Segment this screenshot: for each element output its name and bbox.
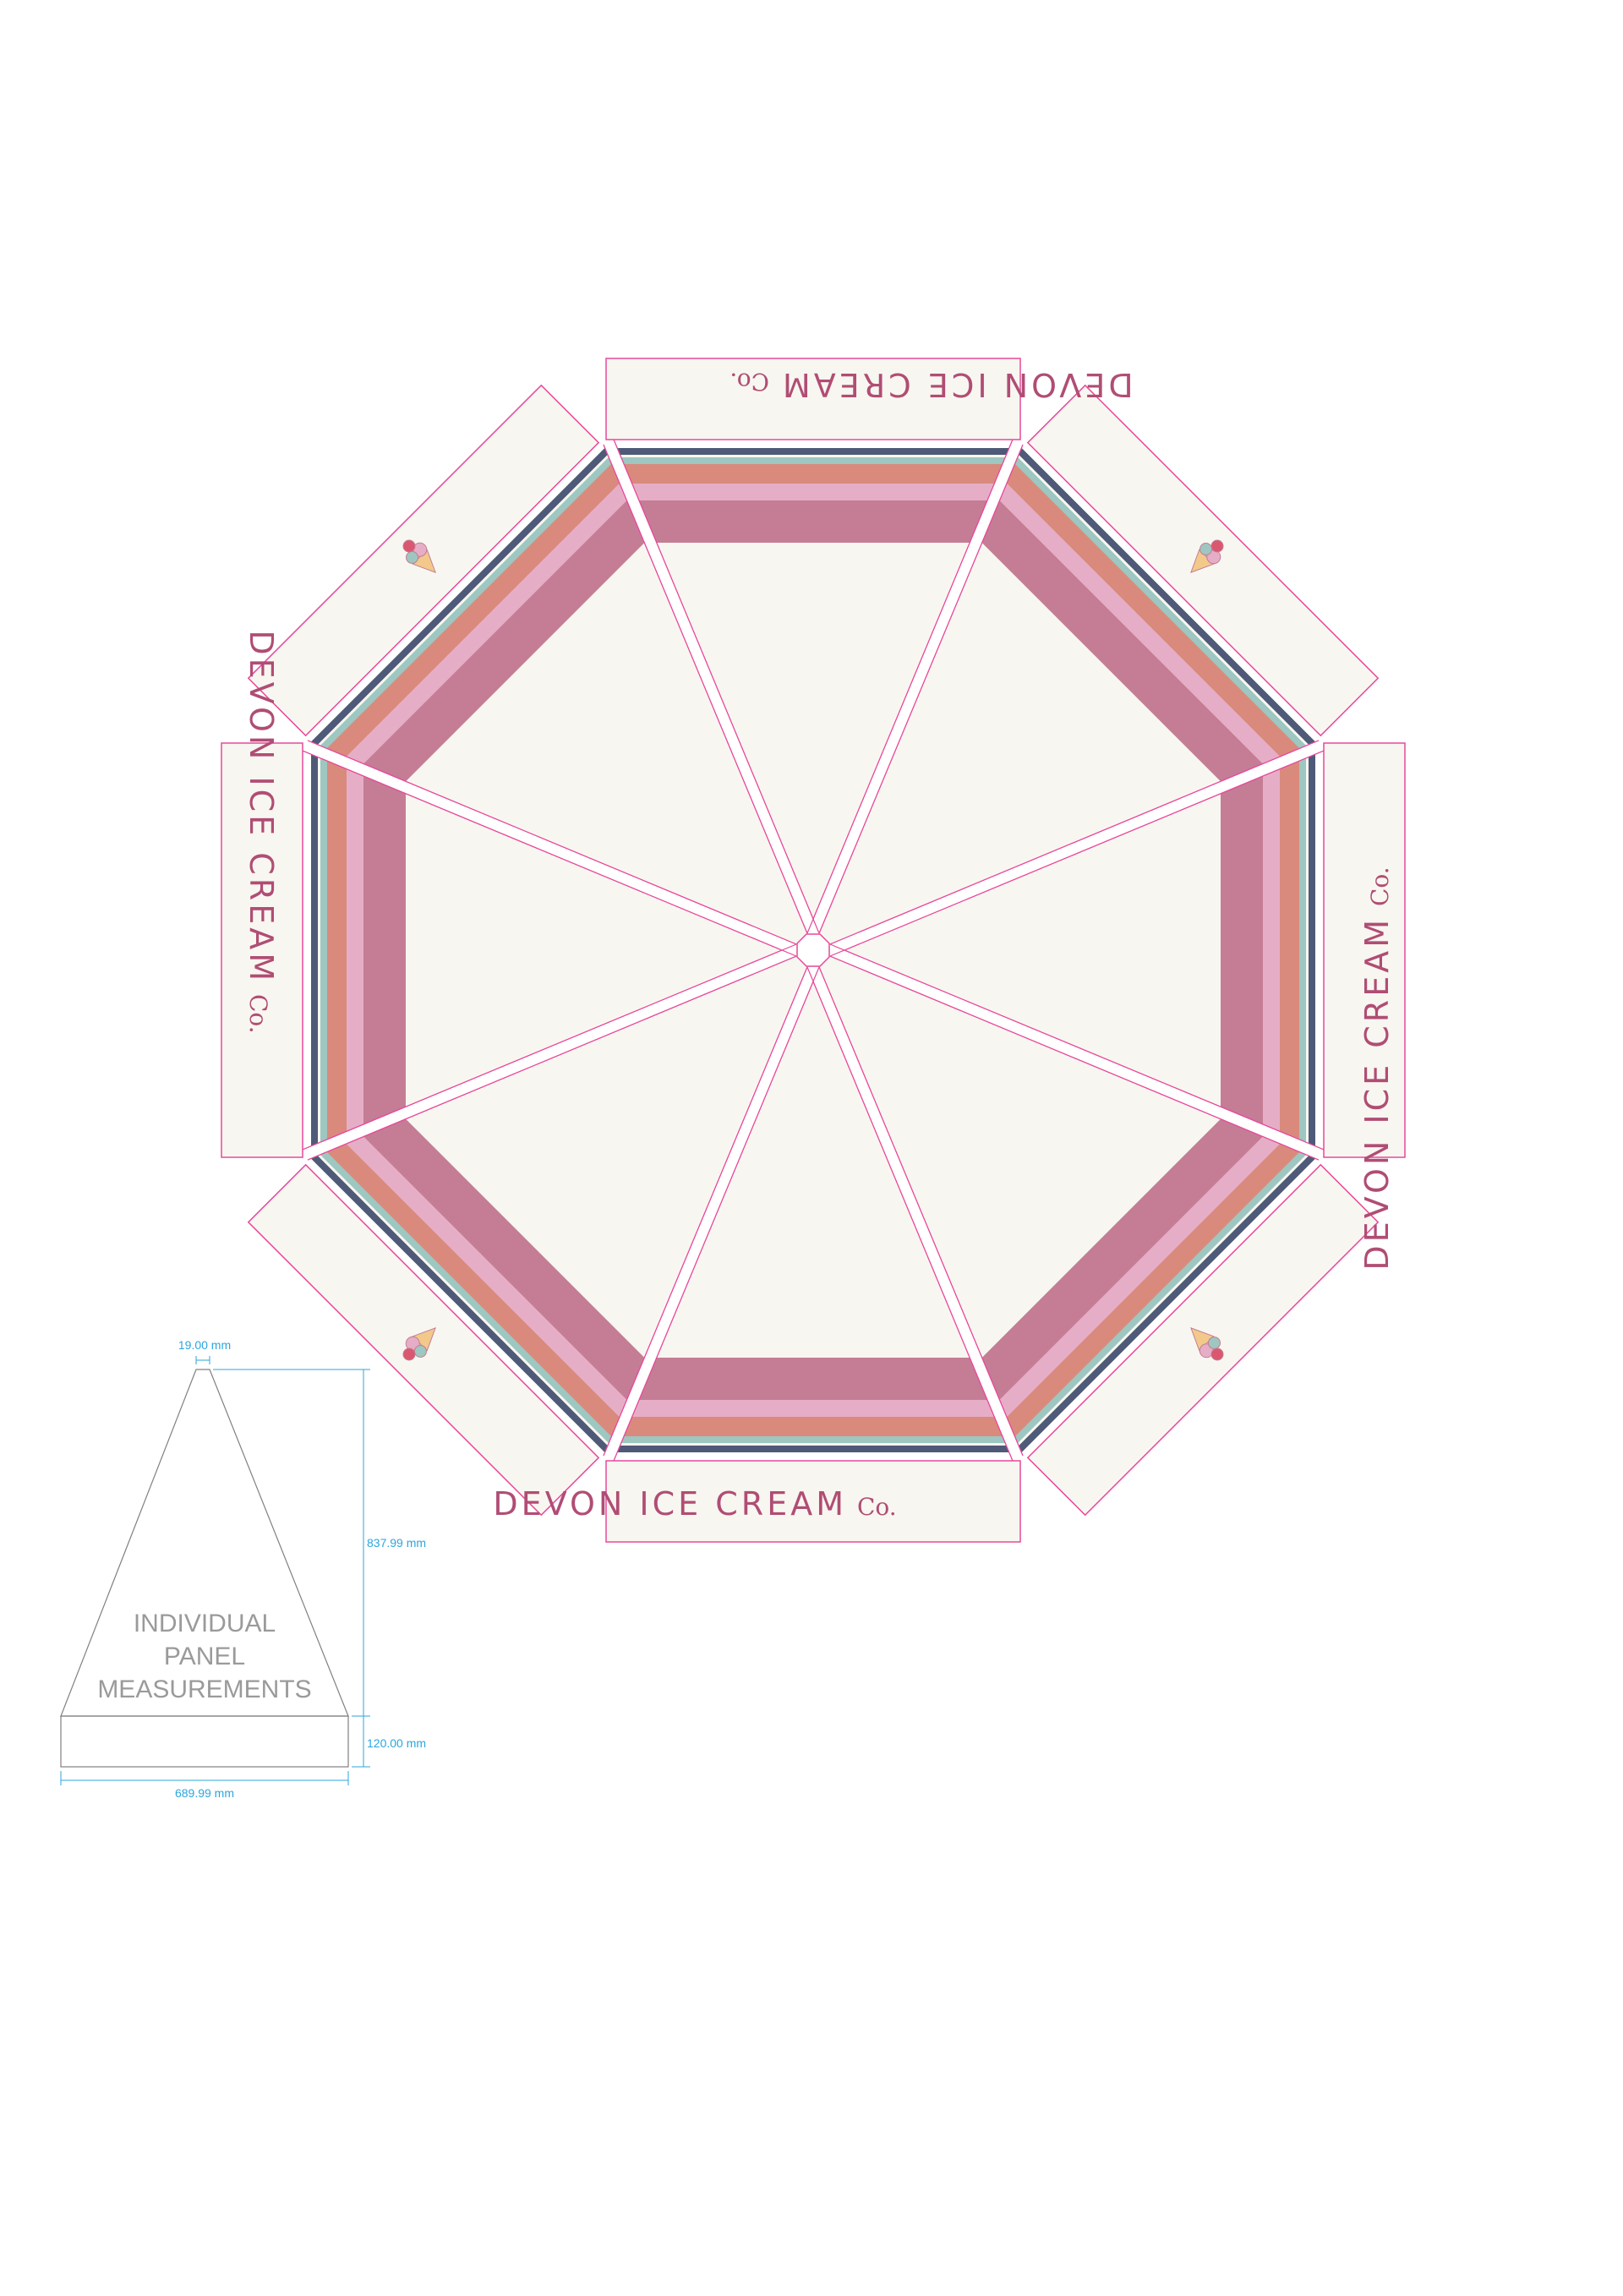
brand-right: DEVON ICE CREAM Co. — [1358, 866, 1396, 1270]
brand-name-bottom: DEVON ICE CREAM — [493, 1485, 847, 1522]
dim-top-width: 19.00 mm — [178, 1338, 231, 1352]
dim-base-width: 689.99 mm — [175, 1786, 234, 1800]
panel-measurement-diagram: INDIVIDUAL PANEL MEASUREMENTS 19.00 mm 8… — [60, 1338, 426, 1800]
icecream-icon-bottom-left — [402, 1327, 436, 1361]
flap-bottom — [605, 1460, 1021, 1543]
center-hub — [796, 933, 830, 967]
brand-name-left: DEVON ICE CREAM — [243, 630, 280, 984]
seam-outlines — [302, 439, 1325, 1462]
brand-suffix-bottom: Co. — [857, 1493, 897, 1521]
brand-name-right: DEVON ICE CREAM — [1358, 916, 1396, 1271]
brand-bottom: DEVON ICE CREAM Co. — [493, 1485, 896, 1522]
brand-suffix-right: Co. — [1366, 866, 1394, 906]
brand-suffix-left: Co. — [244, 994, 272, 1034]
panel-title-line2: PANEL — [164, 1643, 245, 1670]
seam-gaps — [303, 440, 1324, 1461]
brand-name-top: DEVON ICE CREAM — [779, 366, 1134, 403]
icecream-icon-top-right — [1190, 539, 1224, 573]
umbrella-canopy: DEVON ICE CREAM Co. DEVON ICE CREAM Co. … — [221, 358, 1406, 1543]
brand-left: DEVON ICE CREAM Co. — [243, 630, 280, 1033]
icecream-icon-top-left — [402, 539, 436, 573]
panel-title-line3: MEASUREMENTS — [97, 1676, 311, 1703]
dimension-lines — [60, 1356, 370, 1785]
dim-panel-height: 837.99 mm — [367, 1536, 426, 1550]
flap-top — [605, 358, 1021, 440]
panel-title-line1: INDIVIDUAL — [134, 1610, 276, 1637]
brand-top: DEVON ICE CREAM Co. — [730, 366, 1133, 403]
icecream-icon-bottom-right — [1190, 1327, 1224, 1361]
flap-left — [221, 742, 303, 1158]
dim-flap-height: 120.00 mm — [367, 1736, 426, 1750]
flap-right — [1323, 742, 1406, 1158]
brand-suffix-top: Co. — [730, 368, 769, 396]
panel-flap-outline — [60, 1715, 349, 1768]
